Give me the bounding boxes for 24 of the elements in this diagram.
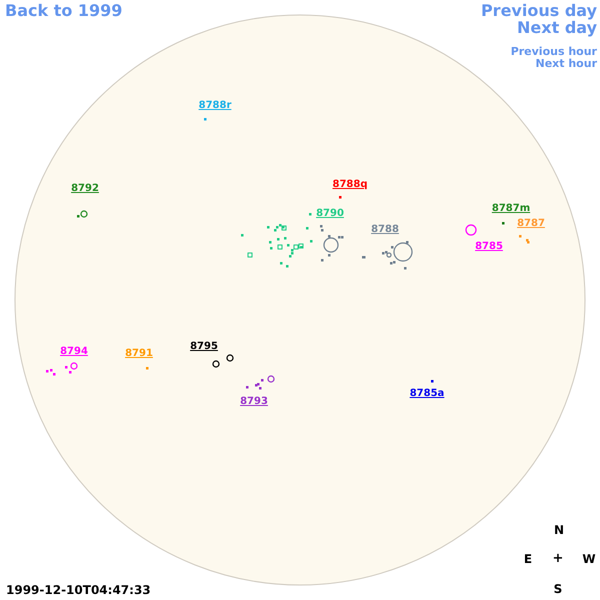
region-link: 8792: [71, 184, 99, 194]
region-link: 8787m: [492, 204, 530, 214]
region-link: 8785a: [410, 389, 444, 399]
region-link: 8793: [240, 397, 268, 407]
region-link: 8788q: [332, 180, 368, 190]
nav-link: Previous day: [480, 3, 597, 19]
region-link: 8785: [475, 242, 503, 252]
region-link: 8788r: [198, 101, 232, 111]
region-link: 8790: [316, 209, 344, 219]
compass-letter: N: [554, 524, 564, 536]
compass-letter: E: [524, 553, 532, 565]
region-link: 8787: [517, 219, 545, 229]
compass-letter: W: [582, 553, 596, 565]
region-link: 8788: [371, 225, 399, 235]
nav-link: Next hour: [536, 58, 597, 69]
region-link: 8795: [190, 342, 218, 352]
nav-link: Next day: [517, 20, 597, 36]
compass-letter: S: [554, 583, 562, 595]
region-link: 8791: [125, 349, 153, 359]
region-link: 8794: [60, 347, 88, 357]
compass-letter: +: [552, 552, 564, 565]
timestamp: 1999-12-10T04:47:33: [6, 584, 151, 596]
nav-link: Previous hour: [510, 46, 597, 57]
nav-link: Back to 1999: [5, 3, 122, 19]
